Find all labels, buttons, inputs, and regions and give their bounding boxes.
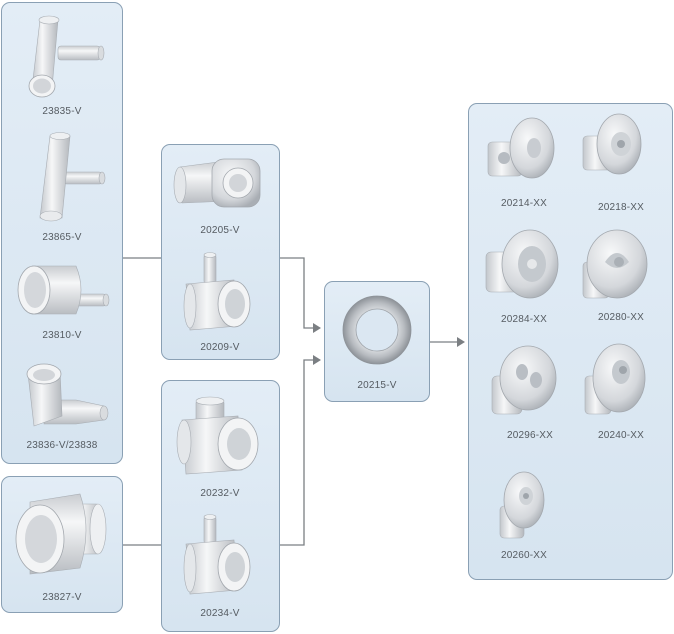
part-23835[interactable]: 23835-V [14, 10, 110, 120]
part-20234[interactable]: 20234-V [168, 510, 272, 622]
part-number-label: 20232-V [200, 488, 240, 499]
jet-insert-image [491, 345, 557, 415]
part-number-label: 20234-V [200, 608, 240, 619]
jet-body-image [183, 514, 251, 595]
jet-body-image [176, 396, 259, 475]
part-number-label: 20218-XX [597, 202, 645, 213]
part-number-label: 23835-V [42, 106, 82, 117]
part-23836[interactable]: 23836-V/23838 [4, 360, 120, 455]
part-20232[interactable]: 20232-V [168, 394, 272, 504]
part-number-label: 20240-XX [597, 430, 645, 441]
part-20260[interactable]: 20260-XX [478, 466, 570, 566]
part-20205[interactable]: 20205-V [168, 155, 272, 239]
jet-insert-image [582, 229, 648, 299]
jet-insert-image [582, 113, 642, 175]
part-23865[interactable]: 23865-V [14, 132, 110, 247]
arrow-head [313, 323, 321, 333]
gasket-ring-image [342, 295, 412, 365]
jet-insert-image [487, 117, 555, 179]
part-23810[interactable]: 23810-V [14, 260, 110, 346]
part-number-label: 23827-V [42, 592, 82, 603]
part-number-label: 20296-XX [506, 430, 554, 441]
part-number-label: 23836-V/23838 [26, 440, 98, 451]
part-number-label: 23810-V [42, 330, 82, 341]
part-20209[interactable]: 20209-V [168, 250, 272, 356]
part-number-label: 20214-XX [500, 198, 548, 209]
part-20284[interactable]: 20284-XX [478, 226, 570, 330]
street-elbow-image [26, 363, 109, 427]
panel-tee-fittings [1, 2, 123, 464]
elbow-fitting-image [17, 265, 110, 315]
part-20296[interactable]: 20296-XX [484, 342, 576, 444]
part-23827[interactable]: 23827-V [8, 484, 116, 606]
tee-fitting-image [39, 132, 106, 222]
part-number-label: 20280-XX [597, 312, 645, 323]
jet-insert-image [584, 343, 646, 415]
panel-jet-inserts [468, 103, 673, 580]
jet-body-image [173, 158, 261, 208]
arrow-head [457, 337, 465, 347]
part-20240[interactable]: 20240-XX [575, 342, 667, 444]
part-number-label: 20260-XX [500, 550, 548, 561]
jet-insert-image [485, 229, 559, 299]
part-20218[interactable]: 20218-XX [575, 112, 667, 216]
part-number-label: 20205-V [200, 225, 240, 236]
part-number-label: 20215-V [357, 380, 397, 391]
jet-body-image [183, 252, 251, 331]
part-20215[interactable]: 20215-V [330, 290, 424, 396]
tee-fitting-image [28, 15, 105, 98]
part-number-label: 23865-V [42, 232, 82, 243]
part-20280[interactable]: 20280-XX [575, 226, 667, 326]
large-tee-image [15, 493, 107, 575]
part-20214[interactable]: 20214-XX [478, 112, 570, 212]
part-number-label: 20284-XX [500, 314, 548, 325]
arrow-head [313, 355, 321, 365]
part-number-label: 20209-V [200, 342, 240, 353]
jet-insert-image [499, 471, 545, 539]
